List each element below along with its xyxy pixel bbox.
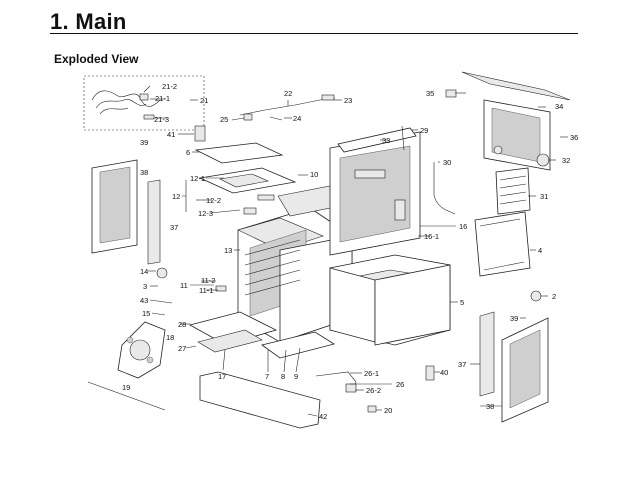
leader-lines <box>143 85 568 417</box>
bottom-heater-part <box>197 329 263 353</box>
callout-label: 5 <box>460 298 464 307</box>
callout-label: 25 <box>220 115 228 124</box>
callout-label: 22 <box>284 89 292 98</box>
left-door-part <box>91 159 138 254</box>
callout-label: 30 <box>443 158 451 167</box>
callout-labels: 21-2 21-1 21 21-3 22 23 25 24 41 39 6 38… <box>122 82 578 421</box>
tube-part <box>433 162 456 215</box>
left-hinge-part <box>147 179 161 265</box>
wire-part-22 <box>239 94 336 121</box>
rear-panel-part <box>329 131 421 256</box>
callout-label: 15 <box>142 309 150 318</box>
callout-label: 26 <box>396 380 404 389</box>
callout-label: 12-1 <box>190 174 205 183</box>
heater-plate-part <box>198 167 297 215</box>
sensor-part <box>401 125 405 151</box>
callout-label: 12-3 <box>198 209 213 218</box>
callout-label: 27 <box>178 344 186 353</box>
callout-label: 26-1 <box>364 369 379 378</box>
callout-label: 29 <box>420 126 428 135</box>
callout-label: 24 <box>293 114 301 123</box>
kick-plate-part <box>199 371 321 429</box>
callout-label: 18 <box>166 333 174 342</box>
callout-label: 35 <box>426 89 434 98</box>
callout-label: 16-1 <box>424 232 439 241</box>
callout-label: 38 <box>140 168 148 177</box>
callout-label: 38 <box>486 402 494 411</box>
callout-label: 21-2 <box>162 82 177 91</box>
callout-label: 10 <box>310 170 318 179</box>
callout-label: 9 <box>294 372 298 381</box>
callout-label: 11-1 <box>199 286 213 295</box>
callout-label: 7 <box>265 372 269 381</box>
callout-label: 42 <box>319 412 327 421</box>
screw-set-part <box>149 299 173 316</box>
leveler-part <box>87 381 166 411</box>
base-tray-part <box>261 331 335 359</box>
callout-label: 12-2 <box>206 196 221 205</box>
callout-label: 4 <box>538 246 542 255</box>
callout-label: 11-2 <box>201 276 215 285</box>
back-panel-part <box>483 99 551 171</box>
knob-part <box>156 267 168 279</box>
callout-label: 8 <box>281 372 285 381</box>
callout-label: 21-1 <box>155 94 170 103</box>
clip-part <box>445 89 457 98</box>
wire-harness-part <box>83 75 205 131</box>
hinge-bracket-part <box>425 365 435 381</box>
callout-label: 36 <box>570 133 578 142</box>
callout-label: 20 <box>384 406 392 415</box>
callout-label: 33 <box>382 136 390 145</box>
callout-label: 41 <box>167 130 175 139</box>
foot-part <box>530 290 542 302</box>
callout-label: 11 <box>180 281 188 290</box>
callout-label: 31 <box>540 192 548 201</box>
title-underline <box>50 33 578 34</box>
outer-cabinet-part <box>329 254 451 346</box>
callout-label: 21-3 <box>154 115 169 124</box>
valve-part <box>345 383 357 393</box>
switch-part <box>194 125 206 142</box>
callout-label: 2 <box>552 292 556 301</box>
top-frame-part <box>337 127 417 153</box>
callout-label: 39 <box>510 314 518 323</box>
callout-label: 40 <box>440 368 448 377</box>
screw-part <box>367 405 377 413</box>
callout-label: 21 <box>200 96 208 105</box>
vent-cover-part <box>495 167 531 215</box>
side-panel-part <box>474 211 531 277</box>
back-cover-part <box>461 71 571 101</box>
callout-label: 43 <box>140 296 148 305</box>
callout-label: 19 <box>122 383 130 392</box>
callout-label: 26-2 <box>366 386 381 395</box>
oven-cavity-part <box>237 185 353 343</box>
right-hinge-part <box>479 311 495 397</box>
callout-label: 34 <box>555 102 563 111</box>
callout-label: 23 <box>344 96 352 105</box>
callout-label: 3 <box>143 282 147 291</box>
callout-label: 17 <box>218 372 226 381</box>
callout-label: 28 <box>178 320 186 329</box>
callout-label: 39 <box>140 138 148 147</box>
callout-label: 16 <box>459 222 467 231</box>
callout-label: 37 <box>170 223 178 232</box>
bracket-part <box>215 285 227 292</box>
callout-label: 12 <box>172 192 180 201</box>
callout-label: 37 <box>458 360 466 369</box>
right-door-part <box>501 317 549 423</box>
fan-cover-part <box>117 321 166 379</box>
callout-label: 13 <box>224 246 232 255</box>
callout-label: 14 <box>140 267 148 276</box>
page-title: 1. Main <box>50 9 127 34</box>
callout-label: 32 <box>562 156 570 165</box>
section-subtitle: Exploded View <box>54 52 139 66</box>
cover-plate-part <box>194 142 284 164</box>
callout-label: 6 <box>186 148 190 157</box>
